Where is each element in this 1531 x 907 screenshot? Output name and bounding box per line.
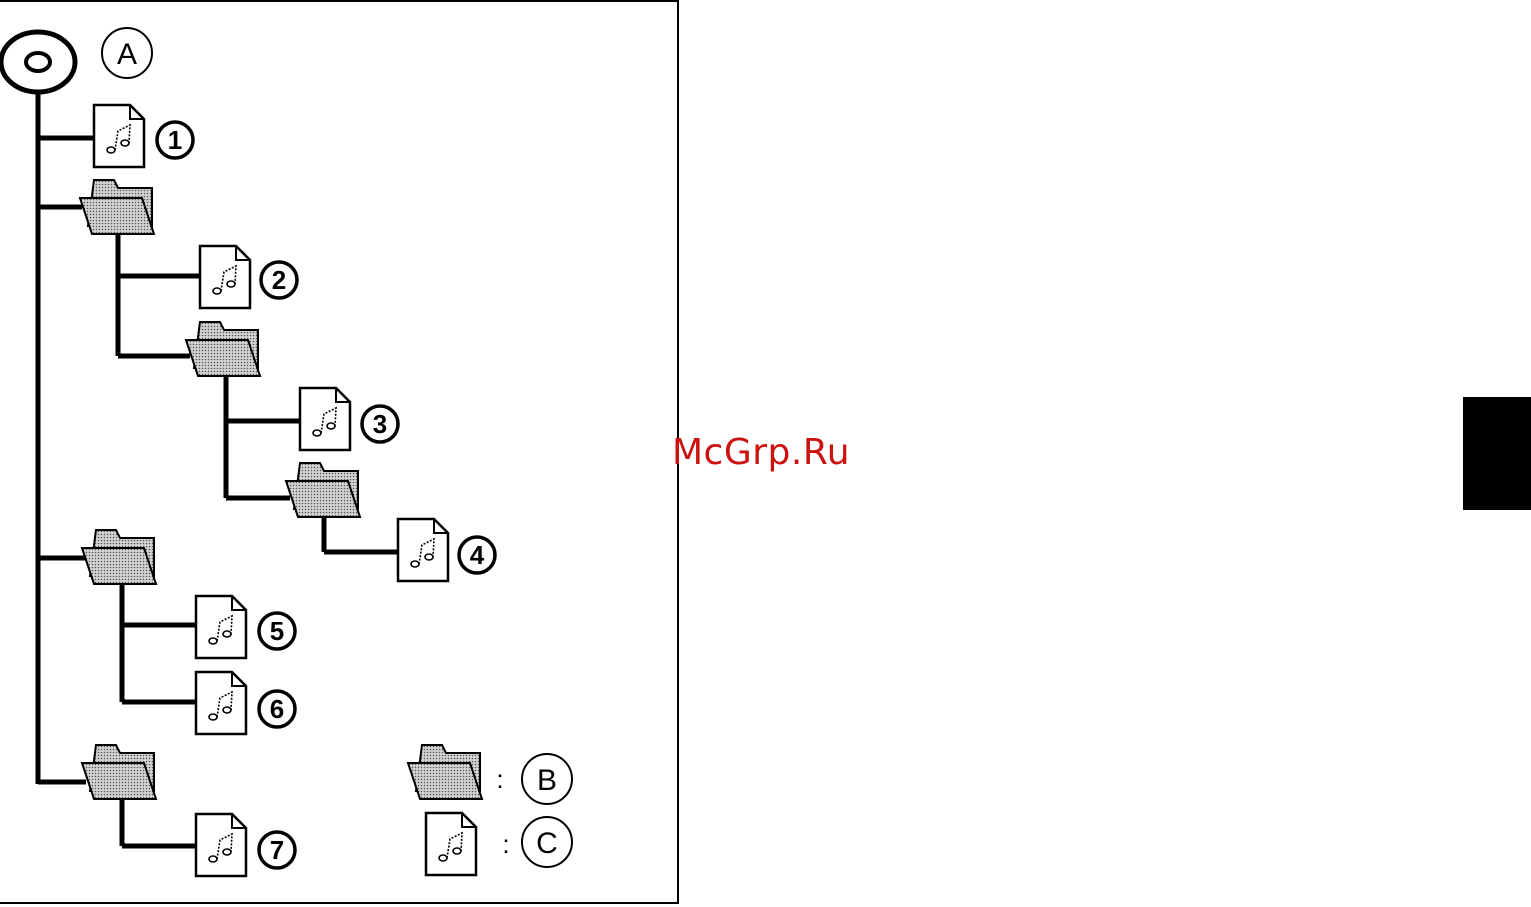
legend-folder-icon <box>408 745 482 799</box>
legend: : B : C <box>408 745 572 875</box>
legend-file-icon <box>426 813 476 875</box>
file-number-5: 5 <box>259 613 295 649</box>
folder-icon <box>286 463 360 517</box>
folder-icon <box>80 180 154 234</box>
music-file-icon <box>398 519 448 581</box>
root-label-circled: A <box>102 28 152 78</box>
legend-label-folder: B <box>537 764 557 797</box>
disc-root-icon <box>1 32 75 92</box>
folder-icon <box>82 530 156 584</box>
section-tab-marker <box>1463 397 1531 510</box>
file-number-4: 4 <box>459 537 495 573</box>
music-file-icon <box>94 105 144 167</box>
svg-text:6: 6 <box>270 694 284 724</box>
file-number-1: 1 <box>157 122 193 158</box>
music-file-icon <box>300 388 350 450</box>
svg-text:1: 1 <box>168 125 182 155</box>
legend-label-file: C <box>536 827 558 860</box>
watermark-text: McGrp.Ru <box>672 432 850 473</box>
file-number-7: 7 <box>259 832 295 868</box>
legend-separator: : <box>496 764 503 794</box>
legend-separator: : <box>502 829 509 859</box>
music-file-icon <box>200 246 250 308</box>
root-label: A <box>117 38 137 71</box>
svg-text:5: 5 <box>270 616 284 646</box>
svg-text:7: 7 <box>270 835 284 865</box>
folder-icon <box>82 745 156 799</box>
music-file-icon <box>196 814 246 876</box>
file-number-6: 6 <box>259 691 295 727</box>
file-number-3: 3 <box>362 406 398 442</box>
svg-text:3: 3 <box>373 409 387 439</box>
svg-text:2: 2 <box>272 265 286 295</box>
music-file-icon <box>196 596 246 658</box>
svg-text:4: 4 <box>470 540 485 570</box>
music-file-icon <box>196 672 246 734</box>
folder-icon <box>186 322 260 376</box>
file-number-2: 2 <box>261 262 297 298</box>
